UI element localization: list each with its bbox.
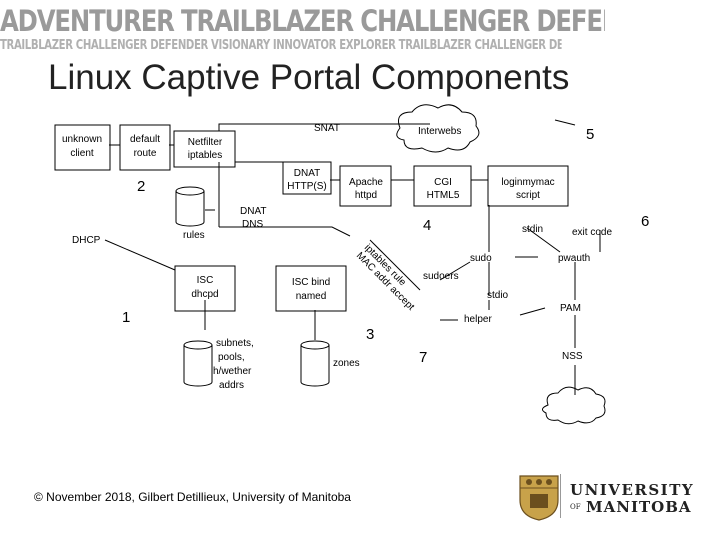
cgi-box xyxy=(413,165,472,207)
isc-bind-box xyxy=(275,265,347,312)
rules-cylinder xyxy=(175,186,205,227)
step-number-1: 1 xyxy=(122,309,130,326)
university-wordmark-line1: UNIVERSITY xyxy=(570,481,695,499)
university-wordmark-of: OF xyxy=(570,503,581,511)
rules-label: rules xyxy=(183,230,205,241)
nss-label: NSS xyxy=(562,351,583,362)
step-number-3: 3 xyxy=(366,326,374,343)
subnets-label-1: subnets, xyxy=(216,338,254,349)
university-wordmark-line2: MANITOBA xyxy=(586,498,692,516)
netfilter-label-1: Netfilter xyxy=(188,137,223,148)
zones-label: zones xyxy=(333,358,360,369)
unknown-client-label-1: unknown xyxy=(62,134,102,145)
step-number-2: 2 xyxy=(137,178,145,195)
isc-dhcpd-label-1: ISC xyxy=(197,275,214,286)
apache-label-2: httpd xyxy=(355,190,377,201)
link-sudo-sudoers xyxy=(439,261,471,281)
cgi-label-2: HTML5 xyxy=(427,190,460,201)
sudoers-label: sudoers xyxy=(423,271,459,282)
apache-label-1: Apache xyxy=(349,177,383,188)
pwauth-label: pwauth xyxy=(558,253,590,264)
stdin-label: stdin xyxy=(522,224,543,235)
slide-title: Linux Captive Portal Components xyxy=(48,58,570,97)
subnets-cylinder xyxy=(183,340,213,387)
isc-bind-label-2: named xyxy=(296,291,327,302)
link-dhcp xyxy=(104,239,176,271)
cgi-label-1: CGI xyxy=(434,177,452,188)
interwebs-cloud xyxy=(396,104,480,153)
link-helper-pam xyxy=(519,307,546,316)
netfilter-label-2: iptables xyxy=(188,150,222,161)
default-route-label-1: default xyxy=(130,134,160,145)
step-number-4: 4 xyxy=(423,217,431,234)
sudo-label: sudo xyxy=(470,253,492,264)
default-route-label-2: route xyxy=(134,148,157,159)
link-iptables-rule xyxy=(369,239,421,291)
nss-cloud xyxy=(542,386,606,425)
subnets-label-3: h/wether xyxy=(213,366,252,377)
step-number-5: 5 xyxy=(586,126,594,143)
dnat-https-label-2: HTTP(S) xyxy=(287,181,326,192)
zones-cylinder xyxy=(300,340,330,387)
dnat-dns-label-2: DNS xyxy=(242,219,263,230)
dhcp-label: DHCP xyxy=(72,235,101,246)
loginmymac-label-2: script xyxy=(516,190,540,201)
link-dnat-dns-named xyxy=(219,226,351,237)
loginmymac-label-1: loginmymac xyxy=(501,177,554,188)
link-snat xyxy=(218,123,430,131)
helper-label: helper xyxy=(464,314,492,325)
unknown-client-label-2: client xyxy=(70,148,94,159)
university-crest-icon xyxy=(519,474,561,521)
pam-label: PAM xyxy=(560,303,581,314)
loginmymac-box xyxy=(487,165,569,207)
stdio-label: stdio xyxy=(487,290,509,301)
subnets-label-2: pools, xyxy=(218,352,245,363)
exit-code-label: exit code xyxy=(572,227,612,238)
isc-dhcpd-label-2: dhcpd xyxy=(191,289,218,300)
default-route-box xyxy=(119,124,171,171)
banner-words-large: ADVENTURER TRAILBLAZER CHALLENGER DEFEND… xyxy=(0,4,605,38)
step-number-6: 6 xyxy=(641,213,649,230)
dnat-https-label-1: DNAT xyxy=(294,168,320,179)
subnets-label-4: addrs xyxy=(219,380,244,391)
isc-bind-label-1: ISC bind xyxy=(292,277,330,288)
dnat-dns-label-1: DNAT xyxy=(240,206,266,217)
netfilter-box xyxy=(173,130,236,168)
copyright-text: © November 2018, Gilbert Detillieux, Uni… xyxy=(34,490,351,504)
dnat-https-box xyxy=(282,161,332,195)
link-stdin xyxy=(526,227,561,253)
isc-dhcpd-box xyxy=(174,265,236,312)
interwebs-label: Interwebs xyxy=(418,126,461,137)
banner-words-small: TRAILBLAZER CHALLENGER DEFENDER VISIONAR… xyxy=(0,38,562,53)
step-number-7: 7 xyxy=(419,349,427,366)
apache-box xyxy=(339,165,392,207)
link-5 xyxy=(554,119,576,126)
unknown-client-box xyxy=(54,124,111,171)
snat-label: SNAT xyxy=(314,123,340,134)
